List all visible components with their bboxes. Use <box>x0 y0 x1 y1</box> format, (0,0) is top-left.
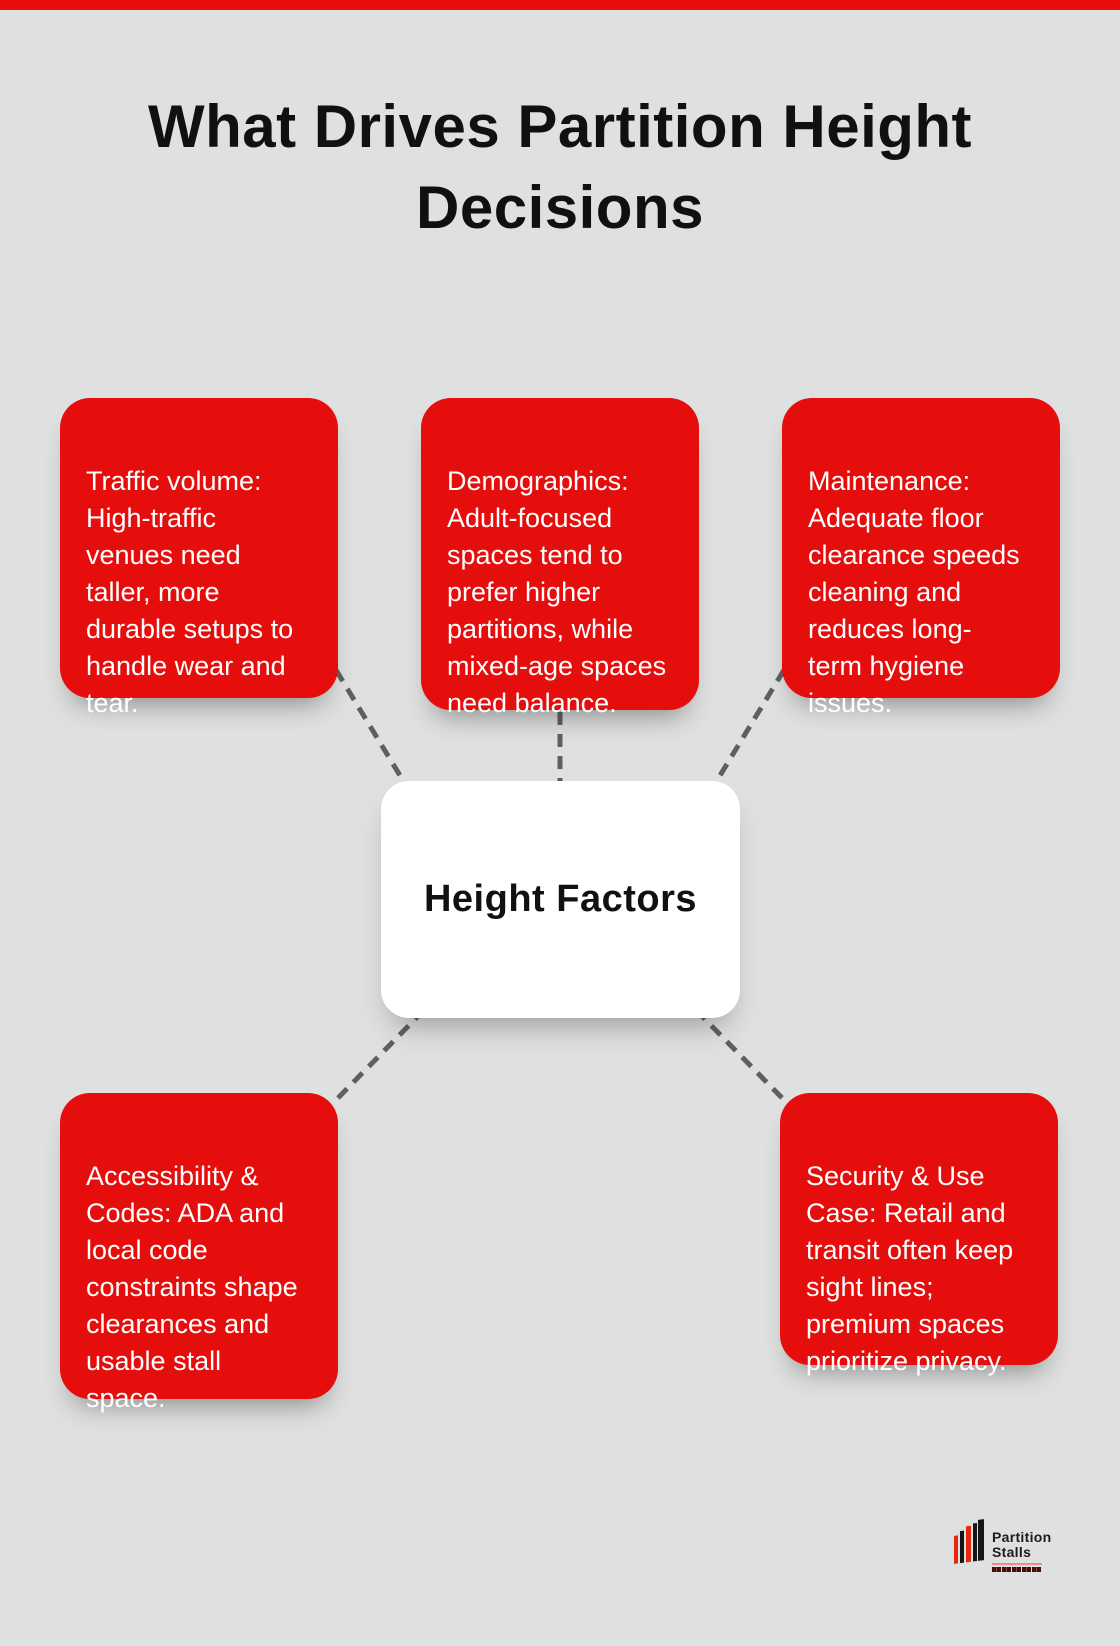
panel-bar <box>954 1535 958 1564</box>
panel-bar <box>966 1525 971 1563</box>
logo-wordmark-line2: Stalls <box>992 1544 1032 1560</box>
logo-underline <box>992 1563 1042 1565</box>
logo-tagline-bar <box>992 1567 1042 1572</box>
card-demographics-text: Demographics: Adult-focused spaces tend … <box>447 466 667 718</box>
connector-line-security <box>694 1008 788 1104</box>
card-accessibility-codes: Accessibility & Codes: ADA and local cod… <box>60 1093 338 1413</box>
page-title: What Drives Partition Height Decisions <box>147 93 973 241</box>
card-maintenance-text: Maintenance: Adequate floor clearance sp… <box>808 466 1020 718</box>
top-accent-bar <box>0 0 1120 10</box>
card-security-use-case: Security & Use Case: Retail and transit … <box>780 1093 1058 1376</box>
center-node: Height Factors <box>381 781 740 1018</box>
panel-bar <box>978 1519 984 1561</box>
center-node-label: Height Factors <box>423 878 698 920</box>
connector-line-maintenance <box>707 668 787 794</box>
logo-wordmark: Partition Stalls <box>992 1522 1051 1572</box>
card-accessibility-codes-text: Accessibility & Codes: ADA and local cod… <box>86 1161 298 1413</box>
brand-logo: Partition Stalls <box>954 1519 1051 1572</box>
connector-line-accessibility <box>334 1008 426 1102</box>
card-security-use-case-text: Security & Use Case: Retail and transit … <box>806 1161 1014 1376</box>
panel-bar <box>973 1523 977 1562</box>
card-maintenance: Maintenance: Adequate floor clearance sp… <box>782 398 1060 718</box>
card-traffic-volume-text: Traffic volume: High-traffic venues need… <box>86 466 294 718</box>
card-traffic-volume: Traffic volume: High-traffic venues need… <box>60 398 338 718</box>
panel-bar <box>960 1530 964 1564</box>
connector-line-traffic <box>333 668 413 794</box>
logo-wordmark-line1: Partition <box>992 1529 1052 1545</box>
card-demographics: Demographics: Adult-focused spaces tend … <box>421 398 699 718</box>
partition-panels-icon <box>954 1519 984 1566</box>
